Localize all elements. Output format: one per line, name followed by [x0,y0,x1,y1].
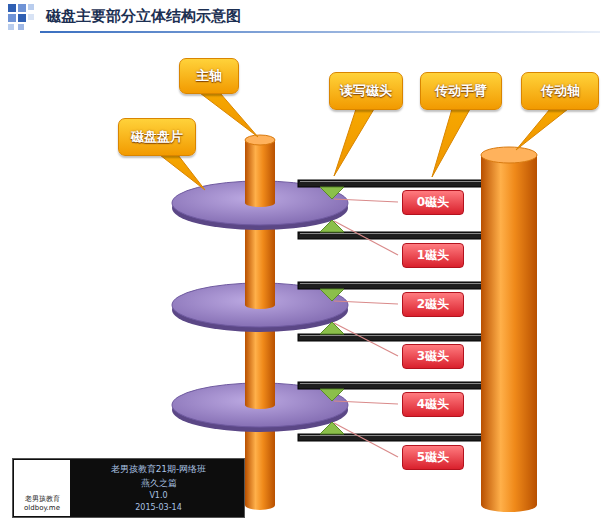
pixel-square [18,24,24,30]
shaft-top [481,147,537,163]
head-label: 3磁头 [402,344,464,369]
leader-line [334,423,398,457]
logo-badge: 老男孩教育oldboy.me [14,460,70,516]
pixel-square [8,4,16,12]
arm [298,434,498,441]
actuator-shaft [481,147,537,512]
callout-box: 传动手臂 [420,72,502,110]
arm-highlight [300,181,496,182]
callout-text: 主轴 [196,67,222,85]
arm [298,232,498,239]
badge-text: oldboy.me [14,504,70,513]
pixel-square [18,4,26,12]
pixel-square [8,14,16,22]
callout-text: 传动轴 [541,82,580,100]
leader-line [334,221,398,255]
arm [298,282,498,289]
head-symbol [320,289,344,301]
spindle-end [245,301,275,309]
spindle-end [245,401,275,409]
callout-pointer [160,155,205,190]
head-symbol [320,220,344,232]
leader-line [334,323,398,356]
shaft-end [481,498,537,512]
head-label-text: 4磁头 [417,396,449,413]
pixel-square [28,4,34,10]
arm [298,180,498,187]
head-symbol [320,322,344,334]
callout-text: 传动手臂 [435,82,487,100]
head-symbol [320,422,344,434]
leader-line [334,401,398,404]
arm-highlight [300,383,496,384]
leader-line [334,199,398,202]
head-label-text: 5磁头 [417,449,449,466]
callout-pointer [334,109,374,176]
callout-box: 读写磁头 [329,72,403,110]
spindle-segment [245,140,275,203]
panel-text: V1.0 [73,490,244,502]
pixel-square [8,24,14,30]
head-label: 4磁头 [402,392,464,417]
arm [298,382,498,389]
head-label: 5磁头 [402,445,464,470]
diagram-title: 磁盘主要部分立体结构示意图 [46,7,241,26]
head-label: 1磁头 [402,243,464,268]
badge-text: 老男孩教育 [14,495,70,504]
panel-text: 燕久之篇 [73,476,244,490]
pixel-square [18,14,26,22]
spindle-end [245,199,275,207]
head-label-text: 3磁头 [417,348,449,365]
arm [298,334,498,341]
head-leaders [334,199,398,457]
head-symbol [320,187,344,199]
head-label: 0磁头 [402,190,464,215]
leader-line [334,301,398,304]
callout-box: 主轴 [179,58,239,94]
head-label: 2磁头 [402,292,464,317]
arm-highlight [300,283,496,284]
shaft-body [481,155,537,505]
callout-pointer [200,93,258,137]
callout-text: 读写磁头 [340,82,392,100]
actuator-arms [298,180,498,441]
spindle-end [245,500,275,510]
title-decoration [8,4,600,33]
arm-highlight [300,435,496,436]
spindle-top [245,135,275,145]
arm-highlight [300,233,496,234]
callout-pointer [432,109,470,177]
head-symbol [320,389,344,401]
callout-box: 磁盘盘片 [118,118,196,156]
callout-text: 磁盘盘片 [131,128,183,146]
head-label-text: 2磁头 [417,296,449,313]
head-label-text: 0磁头 [417,194,449,211]
panel-text: 老男孩教育21期-网络班 [73,462,244,476]
head-label-text: 1磁头 [417,247,449,264]
callout-pointer [516,109,568,150]
logo-panel: 老男孩教育21期-网络班燕久之篇V1.02015-03-14老男孩教育oldbo… [12,458,245,518]
callout-box: 传动轴 [521,72,599,110]
arm-highlight [300,335,496,336]
panel-text: 2015-03-14 [73,502,244,514]
spindle-and-platters [172,135,348,510]
title-rule [40,31,600,33]
pixel-square [28,14,34,20]
